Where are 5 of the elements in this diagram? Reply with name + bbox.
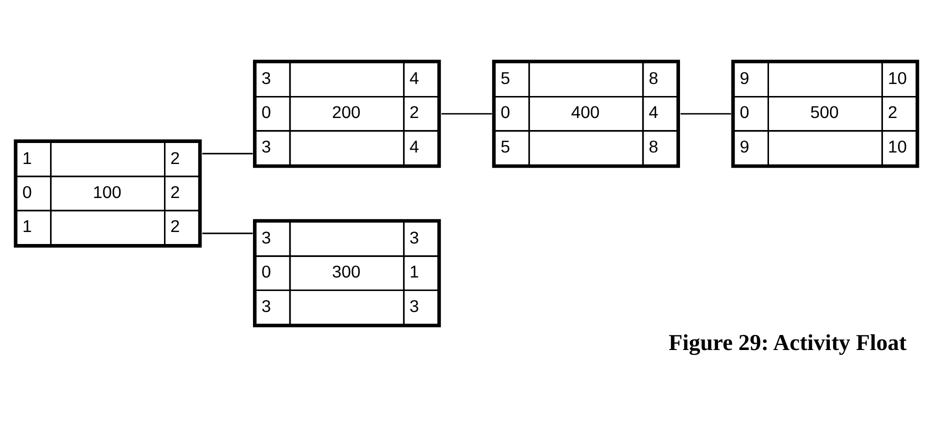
caption: Figure 29: Activity Float — [668, 329, 907, 354]
connector — [202, 152, 253, 154]
connector — [441, 112, 492, 114]
connector — [202, 232, 253, 234]
connector — [680, 112, 731, 114]
